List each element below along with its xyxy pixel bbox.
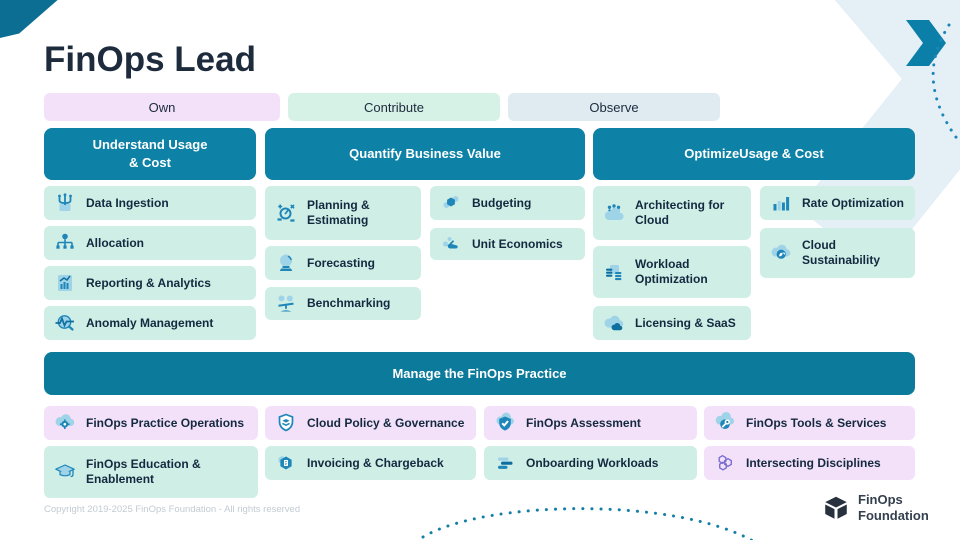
logo-line2: Foundation	[858, 507, 929, 523]
capability-label: Architecting for Cloud	[635, 198, 725, 227]
planning-estimating-icon	[273, 200, 299, 226]
capability-finops-tools-services: FinOps Tools & Services	[704, 406, 915, 440]
capability-finops-education-enablement: FinOps Education & Enablement	[44, 446, 258, 498]
capability-finops-practice-operations: FinOps Practice Operations	[44, 406, 258, 440]
budgeting-icon	[438, 190, 464, 216]
capability-label: Cloud Policy & Governance	[307, 415, 465, 430]
tools-services-icon	[712, 410, 738, 436]
capability-cloud-policy-governance: Cloud Policy & Governance	[265, 406, 476, 440]
page-title: FinOps Lead	[44, 40, 256, 79]
capability-workload-optimization: Workload Optimization	[593, 246, 751, 298]
capability-label: Cloud Sustainability	[802, 238, 881, 267]
capability-label: FinOps Assessment	[526, 415, 641, 430]
header-quantify-label: Quantify Business Value	[349, 146, 501, 162]
capability-planning-estimating: Planning & Estimating	[265, 186, 421, 240]
corner-accent-shape	[0, 0, 58, 38]
cloud-sustainability-icon	[768, 240, 794, 266]
capability-label: Workload Optimization	[635, 257, 708, 286]
capability-label: Rate Optimization	[802, 195, 905, 210]
capability-rate-optimization: Rate Optimization	[760, 186, 915, 220]
capability-label: Onboarding Workloads	[526, 455, 659, 470]
capability-onboarding-workloads: Onboarding Workloads	[484, 446, 697, 480]
capability-label: Forecasting	[307, 255, 376, 270]
capability-label: FinOps Education & Enablement	[86, 457, 201, 486]
capability-allocation: Allocation	[44, 226, 256, 260]
capability-label: FinOps Practice Operations	[86, 415, 245, 430]
capability-label: Benchmarking	[307, 296, 391, 310]
allocation-icon	[52, 230, 78, 256]
benchmarking-icon	[273, 291, 299, 317]
workload-optimization-icon	[601, 259, 627, 285]
capability-intersecting-disciplines: Intersecting Disciplines	[704, 446, 915, 480]
legend-observe-label: Observe	[589, 99, 639, 115]
capability-finops-assessment: FinOps Assessment	[484, 406, 697, 440]
chevron-arrow-icon	[906, 20, 946, 66]
capability-invoicing-chargeback: Invoicing & Chargeback	[265, 446, 476, 480]
capability-label: Budgeting	[472, 195, 532, 210]
data-ingestion-icon	[52, 190, 78, 216]
education-enablement-icon	[52, 459, 78, 485]
copyright-text: Copyright 2019-2025 FinOps Foundation - …	[44, 504, 301, 515]
capability-forecasting: Forecasting	[265, 246, 421, 280]
policy-governance-icon	[273, 410, 299, 436]
licensing-saas-icon	[601, 310, 627, 336]
finops-foundation-logo: FinOps Foundation	[822, 492, 929, 523]
capability-reporting-analytics: Reporting & Analytics	[44, 266, 256, 300]
legend-contribute-label: Contribute	[364, 99, 424, 115]
invoicing-chargeback-icon	[273, 450, 299, 476]
capability-architecting-for-cloud: Architecting for Cloud	[593, 186, 751, 240]
legend-own-label: Own	[148, 99, 176, 115]
capability-label: Planning & Estimating	[307, 198, 370, 227]
dotted-arc-bottom	[421, 507, 755, 540]
intersecting-disciplines-icon	[712, 450, 738, 476]
capability-label: FinOps Tools & Services	[746, 415, 887, 430]
dotted-curve-right	[931, 23, 960, 142]
reporting-analytics-icon	[52, 270, 78, 296]
capability-label: Reporting & Analytics	[86, 275, 211, 290]
header-quantify: Quantify Business Value	[265, 128, 585, 180]
header-understand: Understand Usage & Cost	[44, 128, 256, 180]
logo-text: FinOps Foundation	[858, 492, 929, 523]
forecasting-icon	[273, 250, 299, 276]
legend-observe: Observe	[508, 93, 720, 121]
unit-economics-icon	[438, 231, 464, 257]
capability-cloud-sustainability: Cloud Sustainability	[760, 228, 915, 278]
assessment-icon	[492, 410, 518, 436]
header-optimize-label: OptimizeUsage & Cost	[684, 146, 824, 162]
capability-budgeting: Budgeting	[430, 186, 585, 220]
capability-benchmarking: Benchmarking	[265, 287, 421, 320]
capability-label: Invoicing & Chargeback	[307, 455, 444, 470]
capability-label: Allocation	[86, 235, 145, 250]
capability-anomaly-management: Anomaly Management	[44, 306, 256, 340]
capability-label: Intersecting Disciplines	[746, 455, 881, 470]
legend-contribute: Contribute	[288, 93, 500, 121]
capability-label: Data Ingestion	[86, 195, 169, 210]
architecting-for-cloud-icon	[601, 200, 627, 226]
capability-label: Anomaly Management	[86, 315, 214, 330]
capability-unit-economics: Unit Economics	[430, 228, 585, 260]
header-understand-label: Understand Usage & Cost	[92, 137, 208, 170]
capability-label: Unit Economics	[472, 236, 563, 251]
capability-licensing-saas: Licensing & SaaS	[593, 306, 751, 340]
header-manage-practice: Manage the FinOps Practice	[44, 352, 915, 395]
finops-cube-icon	[825, 496, 847, 519]
onboarding-workloads-icon	[492, 450, 518, 476]
legend-own: Own	[44, 93, 280, 121]
header-manage-practice-label: Manage the FinOps Practice	[392, 366, 567, 381]
practice-operations-icon	[52, 410, 78, 436]
anomaly-management-icon	[52, 310, 78, 336]
logo-line1: FinOps	[858, 492, 903, 507]
capability-label: Licensing & SaaS	[635, 315, 736, 330]
header-optimize: OptimizeUsage & Cost	[593, 128, 915, 180]
rate-optimization-icon	[768, 190, 794, 216]
capability-data-ingestion: Data Ingestion	[44, 186, 256, 220]
